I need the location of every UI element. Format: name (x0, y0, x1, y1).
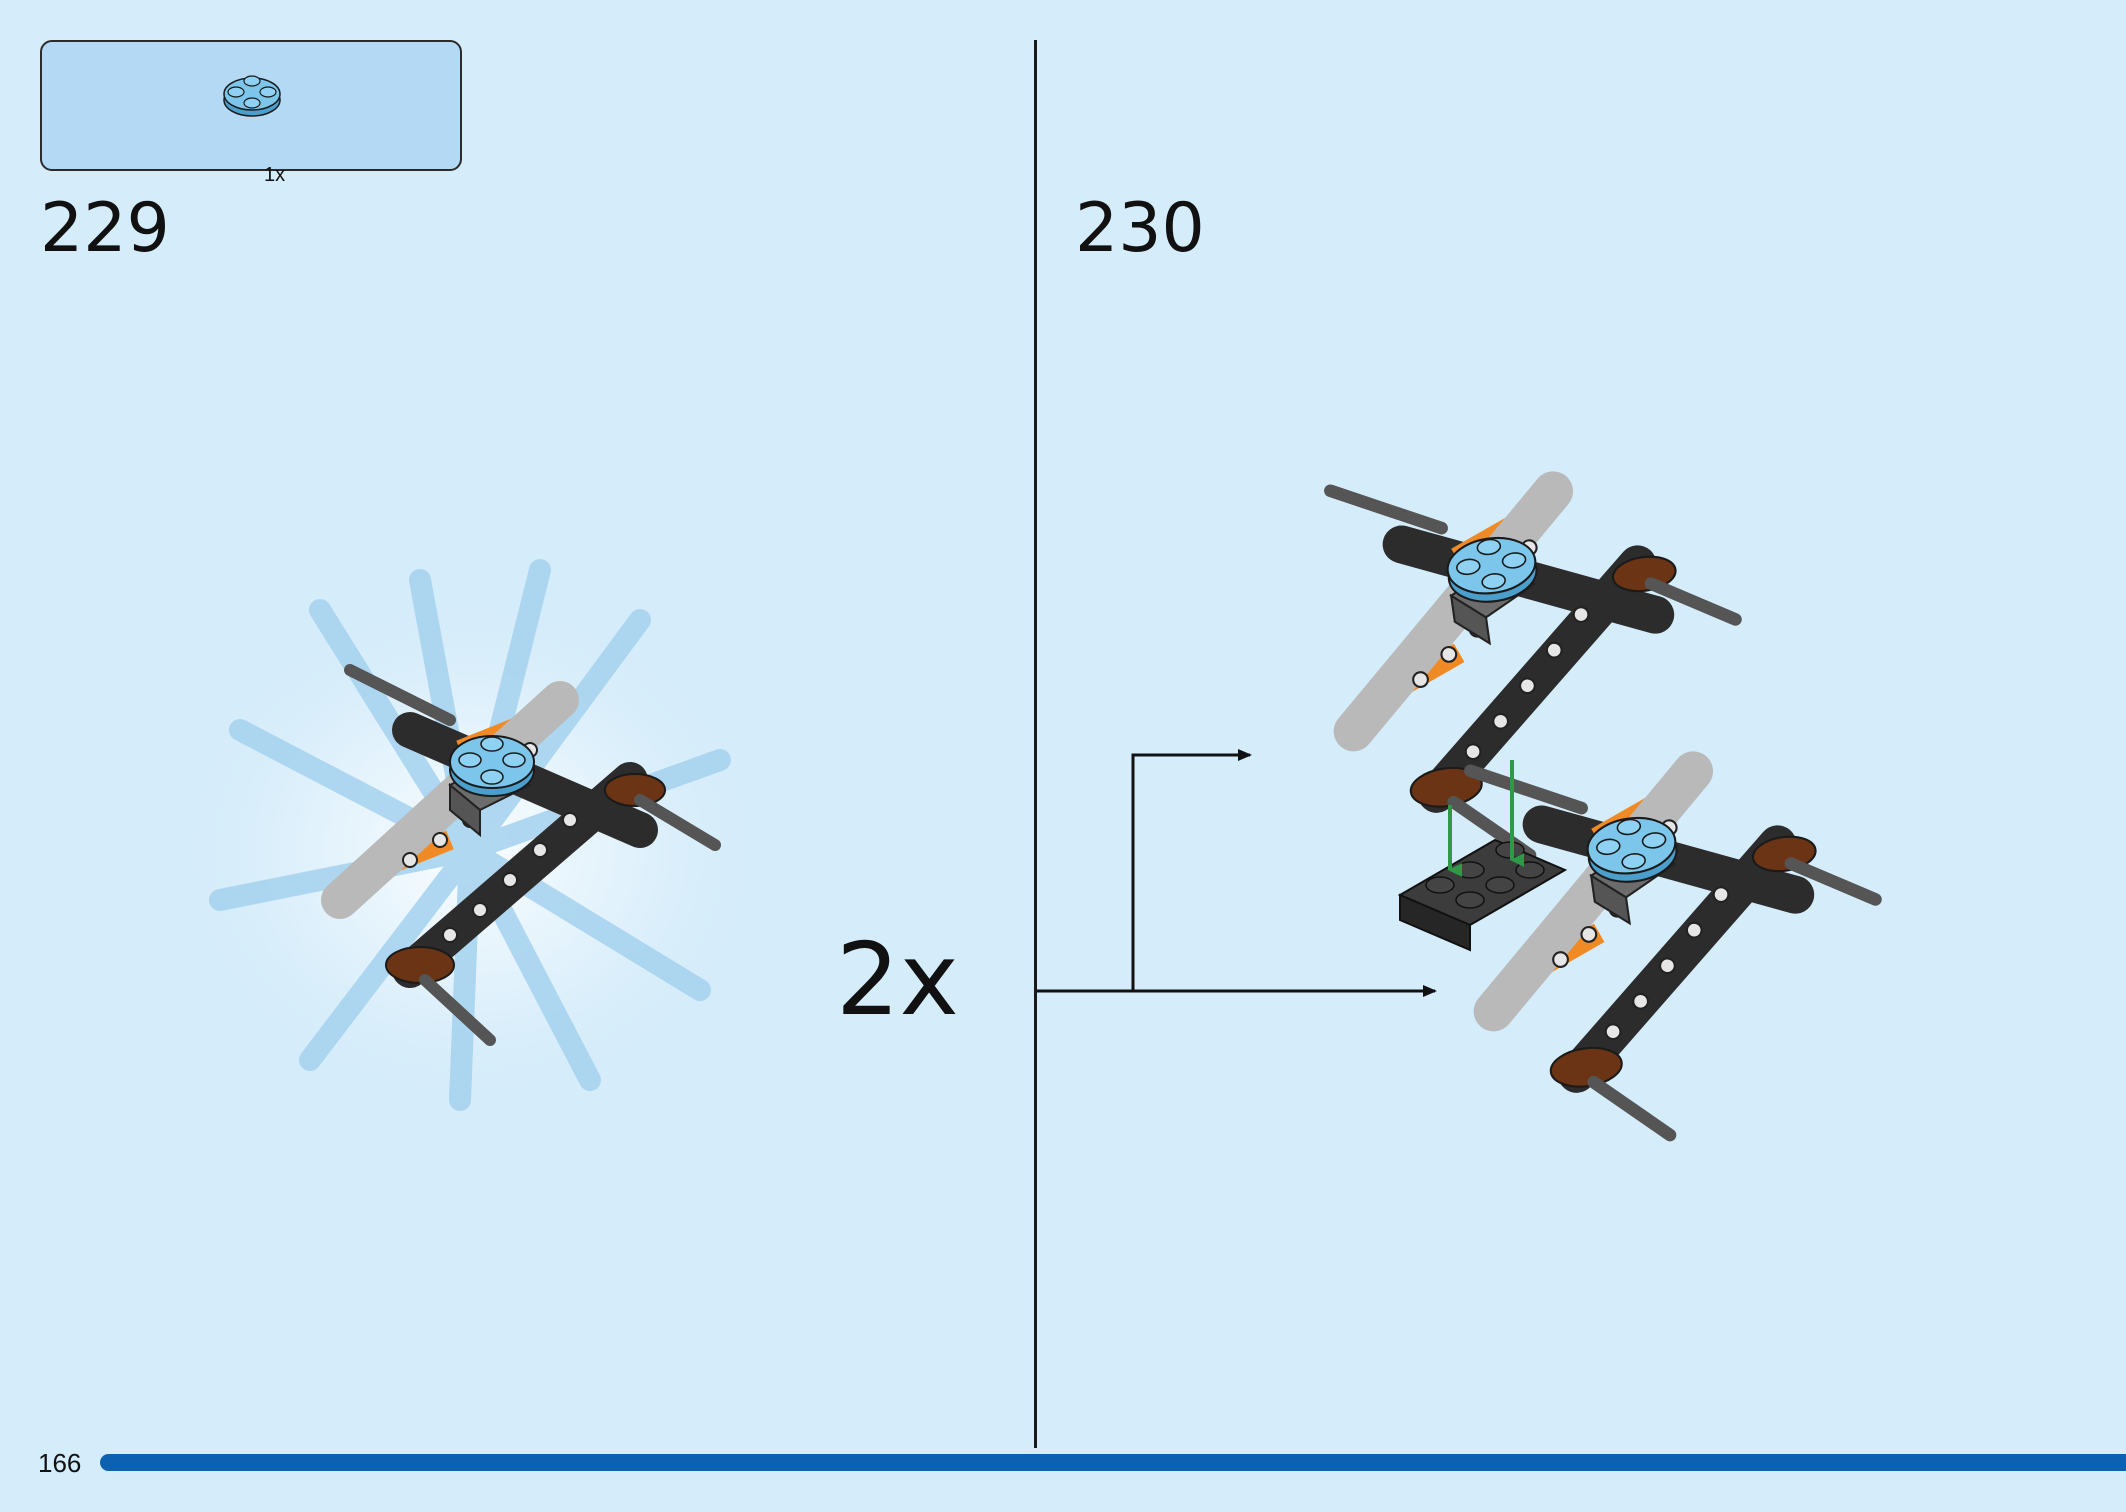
step-divider (1034, 40, 1037, 1448)
step-number: 230 (1075, 189, 1205, 268)
parts-list-box: 1x (40, 40, 462, 186)
page-progress-bar (100, 1454, 2126, 1471)
round-plate-icon (223, 75, 281, 117)
part-quantity: 1x (264, 164, 286, 186)
step-number: 229 (40, 189, 170, 268)
attach-arrows (1448, 760, 1524, 877)
submodel-multiplier: 2x (836, 921, 959, 1038)
submodel-callout-arrows (1037, 749, 1437, 997)
new-part-highlight-burst (170, 559, 770, 1111)
page-number: 166 (38, 1448, 82, 1478)
